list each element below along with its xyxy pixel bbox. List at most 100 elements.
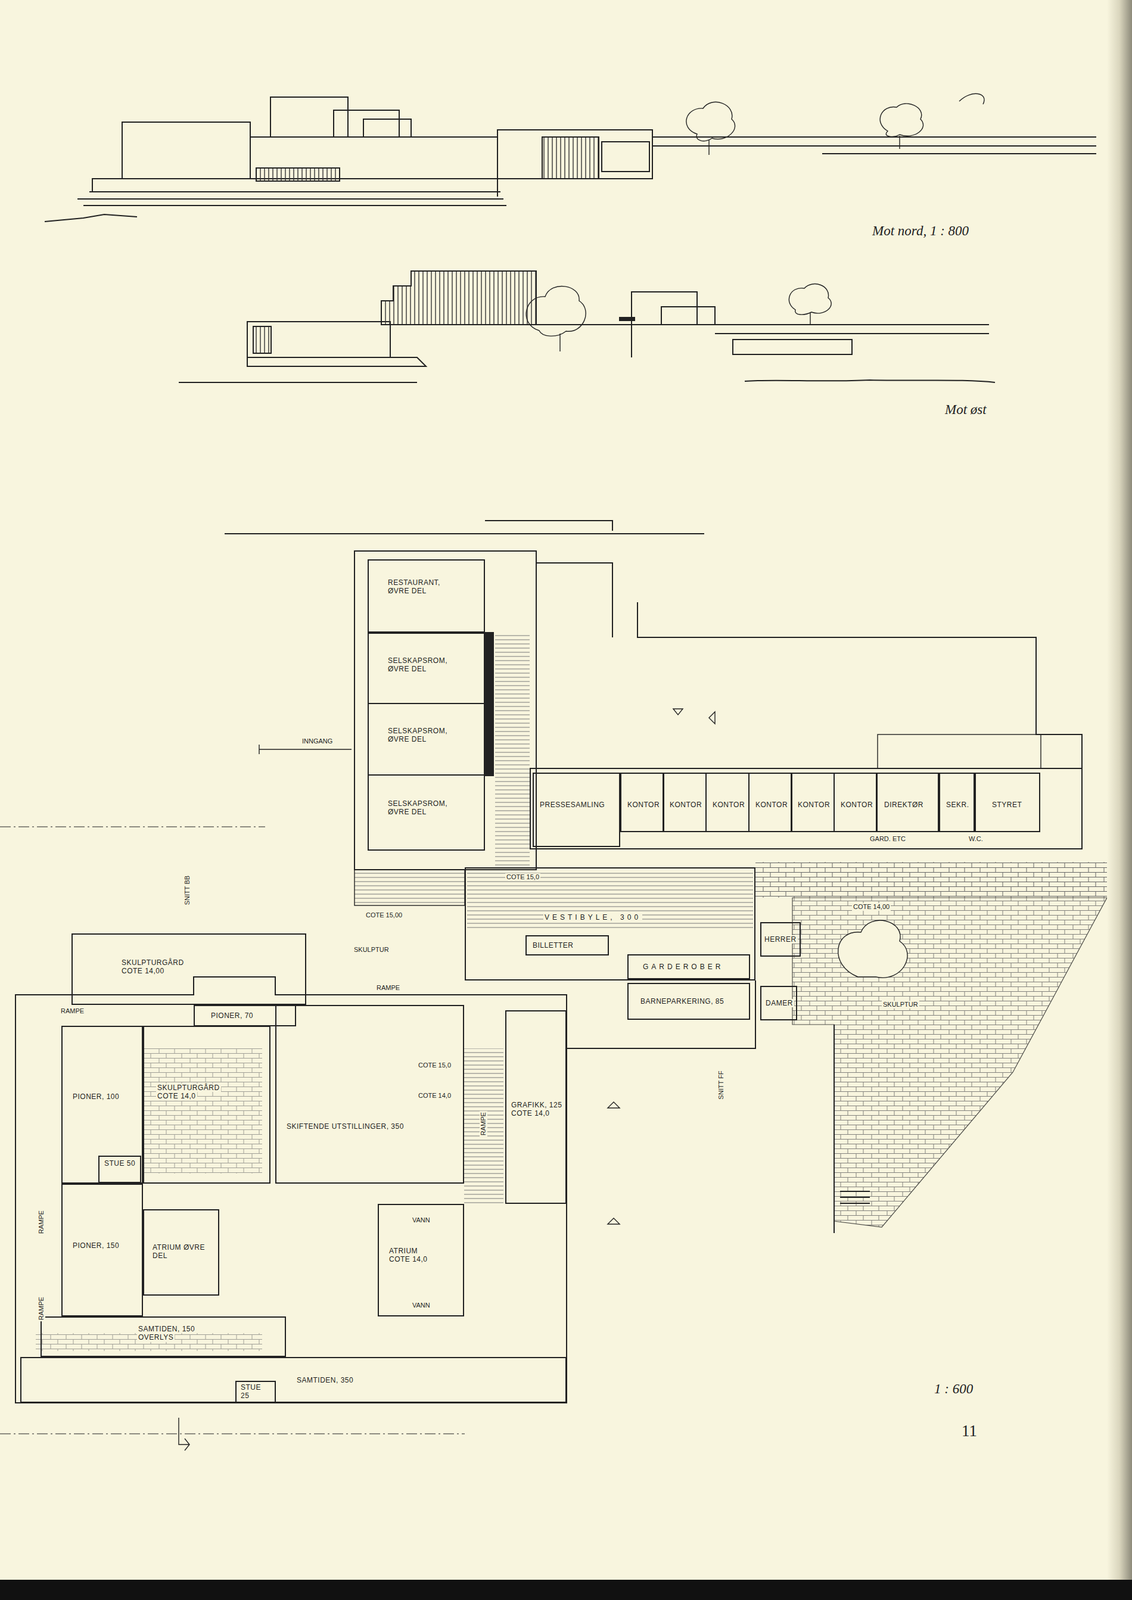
scale-caption: Mot øst	[943, 401, 988, 419]
plan-annotation: VANN	[411, 1301, 432, 1310]
room-label: DAMER	[764, 999, 795, 1008]
label-holder: RAMPE	[59, 1007, 86, 1016]
tree	[686, 101, 736, 155]
page-number: 11	[960, 1421, 979, 1441]
room-label: SAMTIDEN, 150	[137, 1325, 197, 1334]
label-holder: SKULPTUR	[352, 946, 391, 954]
room-outline: DIREKTØR	[875, 772, 939, 833]
room-label: KONTOR	[668, 800, 704, 810]
ground-line	[44, 214, 138, 222]
room-outline: STUE 50	[98, 1155, 142, 1184]
room-outline: STYRET	[974, 772, 1041, 833]
room-outline: SELSKAPSROM, ØVRE DEL	[367, 632, 485, 705]
label-holder: COTE 14,00	[851, 903, 891, 911]
plan-annotation: GARD. ETC	[868, 835, 907, 844]
label-holder: RAMPE	[37, 1295, 46, 1322]
plan-annotation: RAMPE	[37, 1295, 46, 1322]
scale-caption: Mot nord, 1 : 800	[871, 222, 970, 240]
plan-annotation: SNITT BB	[183, 874, 192, 907]
room-outline: SELSKAPSROM, ØVRE DEL	[367, 774, 485, 851]
room-label: PIONER, 100	[71, 1092, 121, 1102]
room-label: SEKR.	[944, 800, 971, 810]
tree	[788, 284, 832, 325]
plan-annotation: COTE 15,0	[505, 873, 541, 882]
plan-annotation: SKULPTUR	[352, 946, 391, 954]
volume	[363, 119, 412, 138]
room-label: SKIFTENDE UTSTILLINGER, 350	[285, 1122, 406, 1131]
volume	[601, 141, 650, 172]
axis-line	[0, 826, 465, 1435]
room-label: SKULPTURGÅRD	[120, 958, 186, 967]
room-outline: KONTOR	[748, 772, 793, 833]
room-outline: KONTOR	[833, 772, 878, 833]
room-outline: STUE 25	[235, 1381, 276, 1404]
room-label: SAMTIDEN, 350	[295, 1376, 355, 1385]
room-label: PIONER, 150	[71, 1241, 121, 1250]
room-label: STUE 25	[239, 1383, 273, 1401]
plan-annotation: SKULPTUR	[881, 1000, 920, 1009]
stone-paving	[142, 1048, 263, 1174]
label-holder: W.C.	[967, 835, 985, 844]
wall	[484, 632, 494, 776]
terrace-lines	[390, 324, 632, 358]
room-outline: HERRER	[760, 922, 801, 957]
site-line	[536, 563, 1082, 771]
room-label: GARDEROBER	[641, 962, 725, 972]
room-outline: SEKR.	[938, 772, 975, 833]
room-label: BARNEPARKERING, 85	[639, 997, 726, 1006]
label-holder: RAMPE	[375, 984, 401, 992]
stone-paving	[35, 1333, 263, 1352]
room-outline: SAMTIDEN, 150OVERLYS	[40, 1316, 286, 1358]
volume	[247, 321, 391, 358]
plan-annotation: RAMPE	[479, 1111, 488, 1137]
paving	[467, 869, 754, 930]
room-label: DIREKTØR	[882, 800, 925, 810]
window-band	[542, 137, 599, 179]
label-holder: GARD. ETC	[868, 835, 907, 844]
label-holder: RAMPE	[37, 1209, 46, 1236]
room-outline: VESTIBYLE, 300BILLETTERGARDEROBER	[464, 867, 756, 981]
wall	[530, 768, 1082, 849]
label-holder: VANN	[411, 1216, 432, 1225]
paving	[354, 869, 465, 906]
stone-slope	[792, 897, 1107, 1228]
site-line	[224, 520, 705, 534]
stepped-volume	[381, 271, 537, 325]
scale-caption: 1 : 600	[933, 1381, 975, 1398]
room-label: STUE 50	[103, 1159, 137, 1168]
section-arrow	[178, 1417, 190, 1451]
stone-paving	[755, 862, 1107, 898]
entrance-arrow	[259, 744, 352, 755]
room-label: STYRET	[990, 800, 1023, 810]
room-outline: SAMTIDEN, 350STUE 25	[20, 1357, 567, 1404]
room-outline: BARNEPARKERING, 85	[627, 983, 751, 1020]
room-outline: KONTOR	[705, 772, 750, 833]
volume	[270, 97, 348, 138]
volume	[333, 110, 400, 138]
room-label: SELSKAPSROM, ØVRE DEL	[386, 726, 461, 745]
room-outline: SKULPTURGÅRDCOTE 14,0	[142, 1025, 271, 1184]
room-label: OVERLYS	[137, 1333, 175, 1342]
binding-shadow	[1106, 0, 1132, 1581]
room-outline: ATRIUM ØVRE DEL	[142, 1209, 220, 1296]
room-label: PIONER, 70	[209, 1011, 255, 1020]
volume	[631, 291, 698, 325]
ramp	[464, 1048, 504, 1204]
plan-annotation: RAMPE	[375, 984, 401, 992]
label-holder: VANN	[411, 1301, 432, 1310]
label-holder: SNITT BB	[183, 874, 192, 907]
window-band	[256, 168, 340, 182]
room-label: COTE 14,00	[120, 966, 166, 976]
room-label: SELSKAPSROM, ØVRE DEL	[386, 799, 461, 817]
volume	[661, 306, 715, 325]
label-holder: 1 : 600	[933, 1381, 975, 1398]
room-outline: SELSKAPSROM, ØVRE DEL	[367, 703, 485, 776]
tree	[879, 103, 923, 149]
north-elevation	[44, 93, 1097, 222]
label-holder: SKULPTUR	[881, 1000, 920, 1009]
room-outline: KONTOR	[662, 772, 707, 833]
room-label: HERRER	[763, 935, 798, 944]
wall	[566, 980, 870, 1234]
volume	[122, 122, 251, 179]
